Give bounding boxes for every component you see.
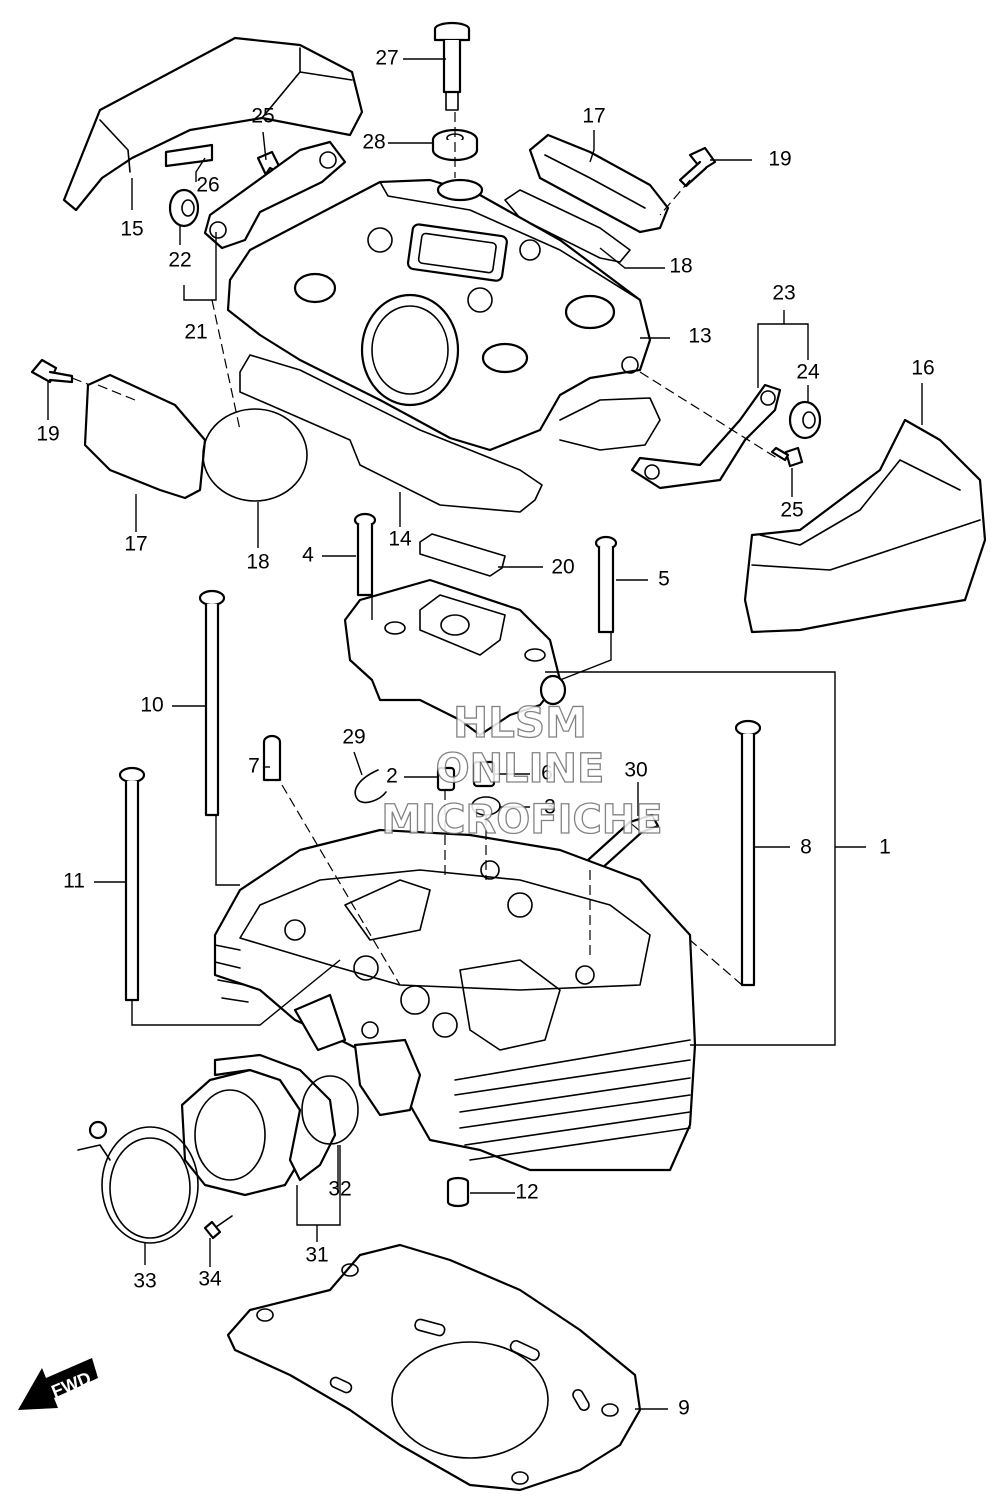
- callouts: 1 2 3 4 5 6 7 8 9 10 11 12 13 14 15 16 1…: [36, 47, 934, 1420]
- watermark-line-1: HLSM: [453, 698, 587, 747]
- callout-32: 32: [328, 1178, 351, 1201]
- part-20-gasket: [419, 533, 506, 577]
- part-14-cover-gasket: [239, 354, 661, 513]
- callout-3: 3: [544, 796, 556, 819]
- part-19-bolt-left: [30, 358, 74, 384]
- callout-18-left: 18: [246, 551, 269, 574]
- part-camshaft-holder: [343, 578, 567, 737]
- callout-33: 33: [133, 1270, 156, 1293]
- callout-19-upper: 19: [768, 148, 791, 171]
- part-13-head-cover: [226, 178, 652, 452]
- callout-9: 9: [678, 1397, 690, 1420]
- callout-20: 20: [551, 556, 574, 579]
- part-31-intake-pipe: [180, 1053, 337, 1197]
- callout-22: 22: [168, 249, 191, 272]
- callout-15: 15: [120, 218, 143, 241]
- callout-4: 4: [302, 544, 314, 567]
- callout-7: 7: [248, 755, 260, 778]
- callout-1: 1: [879, 836, 891, 859]
- alignment-lines: [71, 112, 781, 986]
- part-2-dowel: [436, 766, 456, 792]
- part-11-stud: [118, 766, 146, 1002]
- part-17-cap-upper: [528, 133, 670, 234]
- part-9-head-gasket: [226, 1243, 642, 1492]
- callout-13: 13: [688, 325, 711, 348]
- part-23-bracket: [630, 383, 782, 490]
- part-10-stud: [198, 589, 226, 817]
- callout-34: 34: [198, 1268, 222, 1291]
- callout-25-right: 25: [780, 499, 803, 522]
- part-21-bracket: [203, 140, 347, 250]
- part-27-bolt: [433, 21, 471, 111]
- part-16-cover-shroud-right: [743, 418, 987, 634]
- part-8-stud: [734, 719, 762, 987]
- part-19-bolt-upper: [678, 146, 717, 188]
- watermark-line-3: MICROFICHE: [381, 797, 662, 843]
- callout-5: 5: [658, 568, 670, 591]
- callout-19-left: 19: [36, 423, 59, 446]
- part-32-o-ring: [301, 1075, 359, 1145]
- callout-29: 29: [342, 726, 365, 749]
- part-24-grommet: [788, 400, 822, 440]
- fwd-arrow-icon: FWD: [18, 1358, 98, 1410]
- part-25-screw-right: [770, 446, 804, 468]
- part-17-cap-left: [83, 373, 207, 500]
- callout-31: 31: [305, 1244, 328, 1267]
- part-4-bolt: [353, 512, 377, 597]
- callout-11: 11: [63, 870, 85, 893]
- callout-26: 26: [196, 174, 219, 197]
- part-29-clip: [354, 769, 387, 804]
- watermark: HLSM ONLINE MICROFICHE: [381, 697, 664, 843]
- callout-25-upper: 25: [251, 105, 274, 128]
- part-34-screw: [203, 1215, 233, 1240]
- callout-8: 8: [800, 836, 812, 859]
- callout-2: 2: [386, 765, 398, 788]
- callout-10: 10: [140, 694, 163, 717]
- callout-18-upper: 18: [669, 255, 692, 278]
- part-12-dowel: [446, 1176, 470, 1208]
- part-7-plug: [262, 734, 282, 782]
- callout-17-left: 17: [124, 533, 147, 556]
- callout-24: 24: [796, 361, 820, 384]
- part-5-bolt: [594, 535, 618, 634]
- part-33-clamp: [77, 1120, 199, 1244]
- part-1-cylinder-head: [213, 828, 697, 1172]
- callout-16: 16: [911, 357, 934, 380]
- part-22-grommet: [168, 188, 200, 228]
- callout-21: 21: [184, 321, 207, 344]
- callout-14: 14: [388, 528, 412, 551]
- part-18-gasket-left: [202, 408, 308, 502]
- callout-12: 12: [515, 1181, 538, 1204]
- callout-17-upper: 17: [582, 105, 605, 128]
- callout-27: 27: [375, 47, 398, 70]
- leader-lines: [47, 58, 923, 1410]
- callout-23: 23: [772, 282, 795, 305]
- part-15-cover-shroud: [62, 36, 364, 212]
- callout-28: 28: [362, 131, 385, 154]
- part-28-washer: [431, 128, 479, 162]
- callout-6: 6: [541, 762, 553, 785]
- watermark-line-2: ONLINE: [436, 746, 605, 792]
- part-26-plug: [164, 143, 214, 168]
- callout-30: 30: [624, 759, 647, 782]
